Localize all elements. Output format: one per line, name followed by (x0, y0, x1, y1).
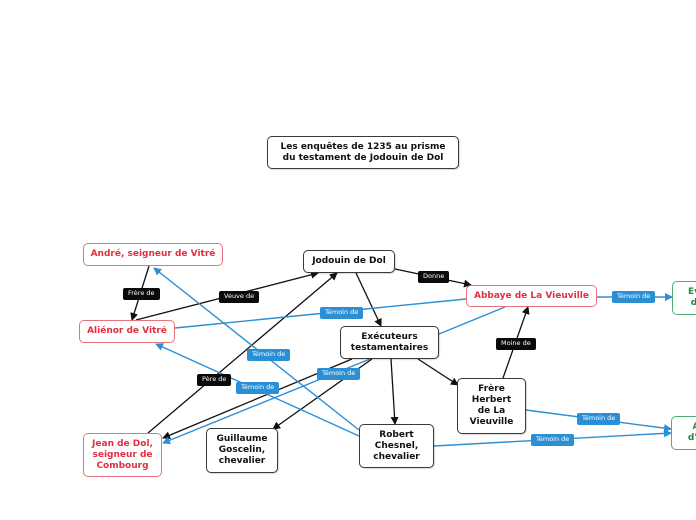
node-guillaume-goscelin-chevalier[interactable]: Guillaume Goscelin, chevalier (206, 428, 278, 473)
node-jodouin-de-dol[interactable]: Jodouin de Dol (303, 250, 395, 273)
relation-label-temoin-de-alienor-abbaye[interactable]: Témoin de (320, 307, 364, 319)
edge-executeurs-herbert (417, 358, 459, 386)
relation-label-frere-de[interactable]: Frère de (123, 288, 160, 300)
node-frere-herbert-de-la-vieuville[interactable]: Frère Herbert de La Vieuville (457, 378, 526, 434)
relation-label-temoin-de-abbaye-eveque[interactable]: Témoin de (612, 291, 656, 303)
node-andre-seigneur-de-vitre[interactable]: André, seigneur de Vitré (83, 243, 223, 266)
node-executeurs-testamentaires[interactable]: Exécuteurs testamentaires (340, 326, 439, 359)
central-title-node[interactable]: Les enquêtes de 1235 au prisme du testam… (267, 136, 459, 169)
relation-label-veuve-de[interactable]: Veuve de (219, 291, 260, 303)
node-abbaye-de-la-vieuville[interactable]: Abbaye de La Vieuville (466, 285, 597, 307)
node-eveque-partial[interactable]: Evê de (672, 281, 696, 315)
relation-label-temoin-de-robert-alienor[interactable]: Témoin de (236, 382, 280, 394)
relation-label-donne[interactable]: Donne (418, 271, 450, 283)
relation-label-temoin-de-robert-a[interactable]: Témoin de (531, 434, 575, 446)
node-robert-chesnel-chevalier[interactable]: Robert Chesnel, chevalier (359, 424, 434, 468)
edge-jodouin-executeurs (355, 272, 382, 327)
edge-jean-pere-de-jodouin (147, 272, 338, 434)
edge-executeurs-robert (390, 358, 399, 425)
relation-label-temoin-de-executeurs-jean[interactable]: Témoin de (317, 368, 361, 380)
relation-label-moine-de[interactable]: Moine de (496, 338, 536, 350)
edge-executeurs-temoin-abbaye (438, 306, 506, 335)
relation-label-pere-de[interactable]: Père de (197, 374, 232, 386)
node-alienor-de-vitre[interactable]: Aliénor de Vitré (79, 320, 175, 343)
node-a-partial[interactable]: A d'A (671, 416, 696, 450)
relation-label-temoin-de-robert-andre[interactable]: Témoin de (247, 349, 291, 361)
relation-label-temoin-de-herbert-a[interactable]: Témoin de (577, 413, 621, 425)
node-jean-de-dol-seigneur-de-combourg[interactable]: Jean de Dol, seigneur de Combourg (83, 433, 162, 477)
